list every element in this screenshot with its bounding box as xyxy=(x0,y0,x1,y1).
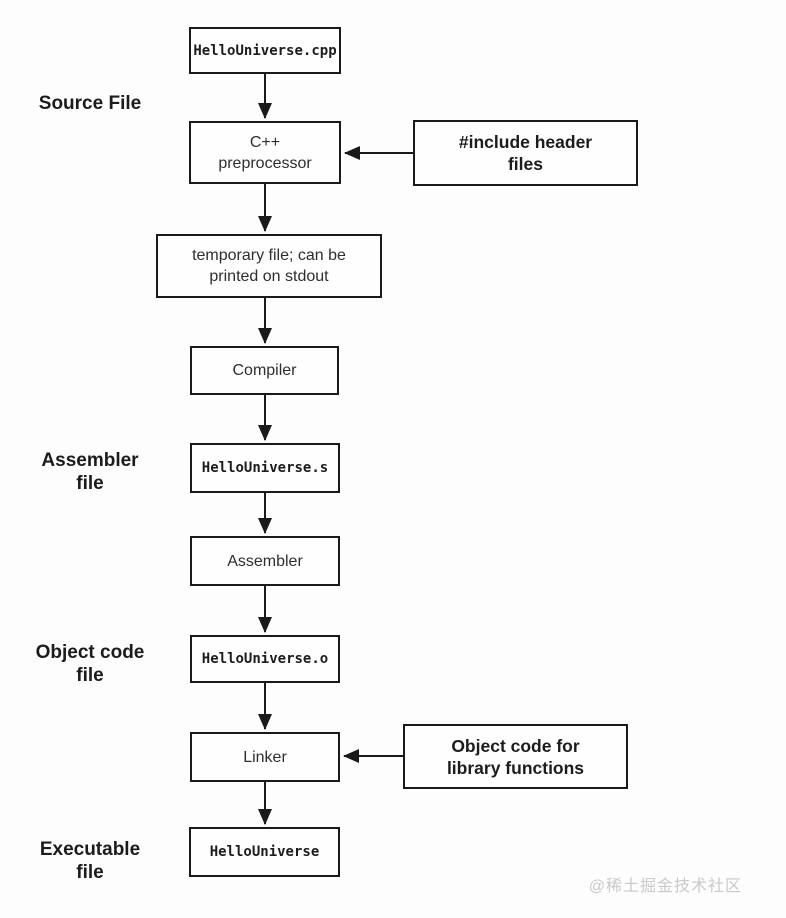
annotation-library-objects: Object code for library functions xyxy=(403,724,628,789)
node-source-file: HelloUniverse.cpp xyxy=(189,27,341,74)
watermark-text: @稀土掘金技术社区 xyxy=(588,878,742,895)
node-preprocessor: C++ preprocessor xyxy=(189,121,341,184)
node-compiler: Compiler xyxy=(190,346,339,395)
side-label-executable-file: Executable file xyxy=(39,839,141,883)
side-label-object-code-file: Object code file xyxy=(35,642,145,686)
side-label-assembler-file: Assembler file xyxy=(41,450,139,494)
side-label-source-file: Source File xyxy=(38,93,142,114)
node-temporary-file: temporary file; can be printed on stdout xyxy=(156,234,382,298)
node-assembly-file: HelloUniverse.s xyxy=(190,443,340,493)
node-executable: HelloUniverse xyxy=(189,827,340,877)
node-assembler: Assembler xyxy=(190,536,340,586)
node-linker: Linker xyxy=(190,732,340,782)
annotation-include-headers: #include header files xyxy=(413,120,638,186)
node-object-file: HelloUniverse.o xyxy=(190,635,340,683)
